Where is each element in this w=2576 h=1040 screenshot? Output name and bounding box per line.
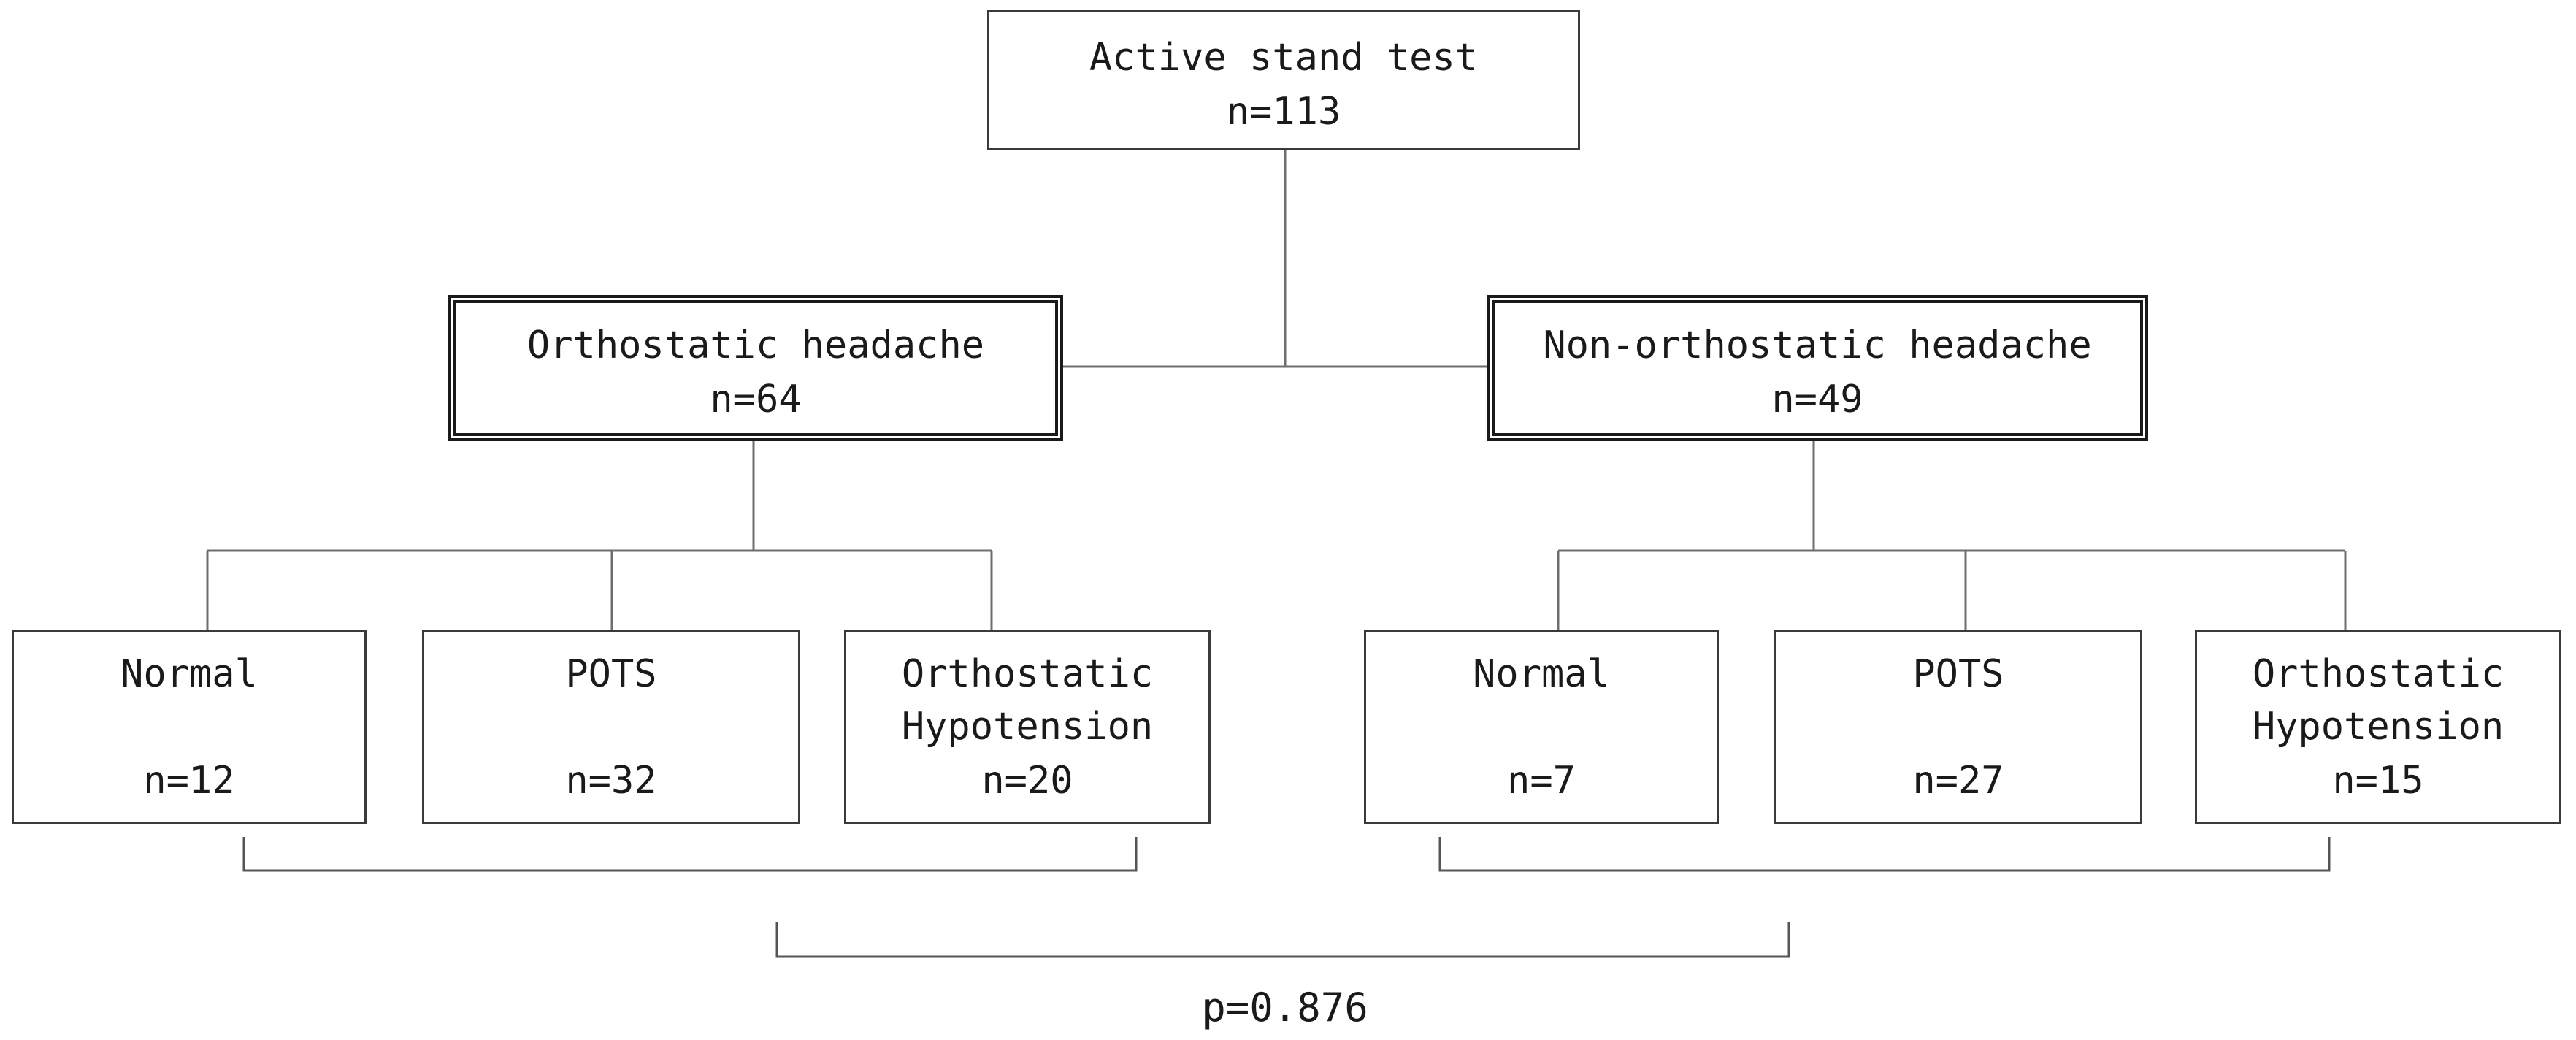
leaf-node-left-hypotension: Orthostatic Hypotension n=20 [844, 630, 1211, 824]
leaf-label: Orthostatic [901, 652, 1154, 696]
group-node-orthostatic: Orthostatic headache n=64 [448, 295, 1063, 441]
root-count: n=113 [1226, 90, 1341, 134]
leaf-label-2: Hypotension [2252, 705, 2504, 749]
leaf-label: Orthostatic [2252, 652, 2504, 696]
leaf-node-right-pots: POTS n=27 [1774, 630, 2142, 824]
leaf-node-left-normal: Normal n=12 [12, 630, 367, 824]
leaf-label: POTS [565, 652, 657, 696]
leaf-label-2: Hypotension [901, 705, 1154, 749]
group-count: n=64 [710, 378, 802, 421]
root-title: Active stand test [1089, 36, 1479, 80]
leaf-count: n=20 [981, 759, 1073, 803]
group-title: Non-orthostatic headache [1543, 324, 2092, 367]
leaf-count: n=12 [143, 759, 235, 803]
leaf-count: n=15 [2332, 759, 2424, 803]
group-node-non-orthostatic: Non-orthostatic headache n=49 [1487, 295, 2148, 441]
leaf-label: POTS [1912, 652, 2004, 696]
bracket-left-group [242, 837, 1138, 872]
leaf-count: n=27 [1912, 759, 2004, 803]
p-value-label: p=0.876 [1202, 984, 1368, 1031]
bracket-comparison [775, 922, 1790, 958]
group-count: n=49 [1771, 378, 1863, 421]
leaf-count: n=32 [565, 759, 657, 803]
leaf-label: Normal [120, 652, 258, 696]
leaf-node-right-hypotension: Orthostatic Hypotension n=15 [2195, 630, 2561, 824]
group-title: Orthostatic headache [526, 324, 985, 367]
root-node: Active stand test n=113 [987, 10, 1580, 150]
leaf-node-left-pots: POTS n=32 [422, 630, 800, 824]
bracket-right-group [1438, 837, 2331, 872]
leaf-label: Normal [1473, 652, 1610, 696]
leaf-count: n=7 [1507, 759, 1576, 803]
leaf-node-right-normal: Normal n=7 [1364, 630, 1719, 824]
